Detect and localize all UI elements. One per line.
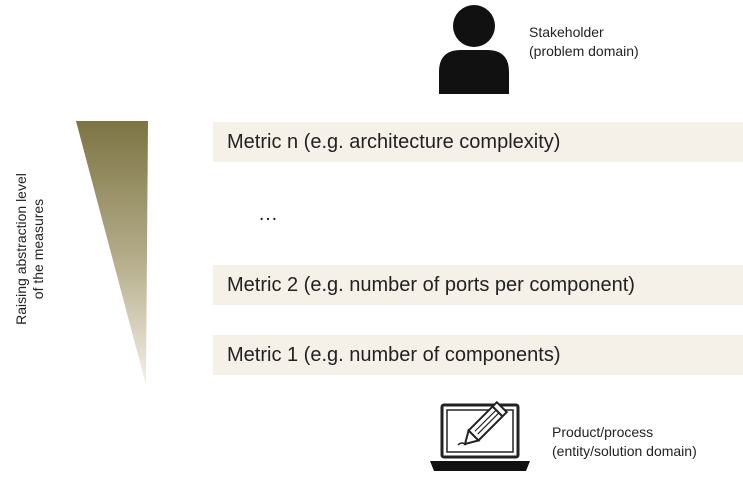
- metric-1-bar: Metric 1 (e.g. number of components): [213, 335, 743, 375]
- metric-2-bar: Metric 2 (e.g. number of ports per compo…: [213, 265, 743, 305]
- metric-n-bar: Metric n (e.g. architecture complexity): [213, 122, 743, 162]
- abstraction-gradient-wedge: [76, 121, 148, 385]
- laptop-pencil-icon: [430, 400, 530, 471]
- abstraction-axis-label: Raising abstraction level of the measure…: [13, 139, 47, 359]
- axis-label-line1: Raising abstraction level: [13, 173, 29, 325]
- product-label-domain: (entity/solution domain): [552, 443, 697, 459]
- stakeholder-label-domain: (problem domain): [529, 43, 639, 59]
- product-label: Product/process (entity/solution domain): [552, 423, 697, 461]
- stakeholder-label: Stakeholder (problem domain): [529, 23, 639, 61]
- metric-ellipsis: …: [258, 203, 278, 225]
- stakeholder-label-title: Stakeholder: [529, 24, 604, 40]
- person-icon: [439, 5, 509, 94]
- product-label-title: Product/process: [552, 424, 654, 440]
- axis-label-line2: of the measures: [30, 198, 46, 300]
